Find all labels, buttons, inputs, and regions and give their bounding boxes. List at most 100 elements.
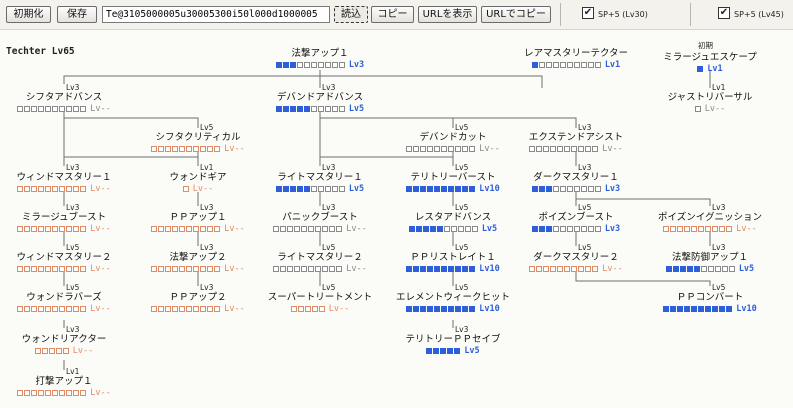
skill-point-box[interactable] [280,266,287,272]
skill-point-box[interactable] [538,62,545,68]
skill-point-box[interactable] [413,266,420,272]
skill-point-box[interactable] [464,226,471,232]
skill-point-box[interactable] [457,226,464,232]
skill-point-box[interactable] [552,186,559,192]
skill-point-box[interactable] [52,390,59,396]
skill-point-box[interactable] [571,146,578,152]
skill-point-box[interactable] [719,226,726,232]
skill-point-box[interactable] [31,106,38,112]
skill-point-box[interactable] [38,226,45,232]
skill-point-box[interactable] [447,348,454,354]
skill-point-box[interactable] [45,266,52,272]
skill-point-box[interactable] [684,226,691,232]
skill-point-box[interactable] [531,226,538,232]
skill-point-box[interactable] [66,106,73,112]
skill-point-box[interactable] [17,266,24,272]
skill-point-box[interactable] [289,106,296,112]
skill-point-box[interactable] [552,62,559,68]
skill-point-box[interactable] [289,62,296,68]
skill-point-box[interactable] [420,306,427,312]
skill-point-box[interactable] [294,226,301,232]
skill-point-box[interactable] [207,146,214,152]
skill-point-box[interactable] [434,146,441,152]
skill-point-box[interactable] [317,186,324,192]
skill-point-box[interactable] [448,186,455,192]
skill-point-box[interactable] [665,266,672,272]
skill-point-box[interactable] [422,226,429,232]
skill-point-box[interactable] [564,266,571,272]
skill-point-box[interactable] [31,306,38,312]
skill-point-box[interactable] [552,226,559,232]
skill-point-box[interactable] [559,186,566,192]
skill-point-box[interactable] [158,146,165,152]
skill-point-box[interactable] [315,266,322,272]
skill-point-box[interactable] [17,226,24,232]
skill-point-box[interactable] [594,62,601,68]
skill-point-box[interactable] [38,186,45,192]
skill-point-box[interactable] [434,306,441,312]
skill-point-box[interactable] [52,106,59,112]
skill-point-box[interactable] [406,266,413,272]
skill-point-box[interactable] [672,266,679,272]
skill-point-box[interactable] [165,266,172,272]
skill-point-box[interactable] [427,306,434,312]
skill-point-box[interactable] [594,226,601,232]
skill-point-box[interactable] [580,226,587,232]
skill-point-box[interactable] [310,106,317,112]
skill-point-box[interactable] [324,186,331,192]
skill-point-box[interactable] [38,266,45,272]
skill-point-box[interactable] [59,266,66,272]
skill-point-box[interactable] [721,266,728,272]
skill-point-box[interactable] [214,226,221,232]
skill-point-box[interactable] [663,226,670,232]
skill-point-box[interactable] [580,62,587,68]
skill-point-box[interactable] [440,348,447,354]
skill-point-box[interactable] [441,146,448,152]
skill-point-box[interactable] [66,266,73,272]
skill-point-box[interactable] [338,186,345,192]
skill-point-box[interactable] [59,106,66,112]
skill-point-box[interactable] [45,186,52,192]
skill-point-box[interactable] [705,306,712,312]
skill-point-box[interactable] [151,226,158,232]
skill-point-box[interactable] [275,62,282,68]
skill-point-box[interactable] [200,226,207,232]
skill-point-box[interactable] [406,186,413,192]
skill-point-box[interactable] [454,348,461,354]
skill-point-box[interactable] [336,266,343,272]
skill-point-box[interactable] [296,62,303,68]
skill-point-box[interactable] [297,306,304,312]
skill-point-box[interactable] [318,306,325,312]
skill-point-box[interactable] [331,62,338,68]
skill-point-box[interactable] [462,266,469,272]
skill-point-box[interactable] [45,106,52,112]
skill-point-box[interactable] [592,266,599,272]
skill-point-box[interactable] [545,62,552,68]
skill-point-box[interactable] [415,226,422,232]
skill-point-box[interactable] [151,266,158,272]
skill-point-box[interactable] [200,266,207,272]
skill-point-box[interactable] [52,306,59,312]
skill-point-box[interactable] [214,266,221,272]
skill-point-box[interactable] [441,266,448,272]
skill-point-box[interactable] [413,186,420,192]
skill-point-box[interactable] [38,390,45,396]
skill-point-box[interactable] [45,306,52,312]
skill-point-box[interactable] [545,226,552,232]
skill-point-box[interactable] [287,266,294,272]
skill-point-box[interactable] [80,226,87,232]
skill-point-box[interactable] [24,226,31,232]
skill-point-box[interactable] [433,348,440,354]
